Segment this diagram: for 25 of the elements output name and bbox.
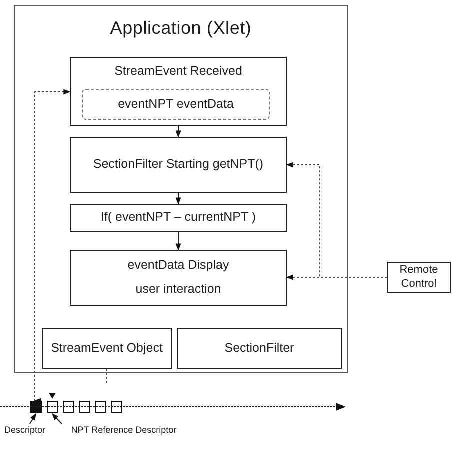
leader-line [30,413,36,424]
arrow [32,89,71,402]
descriptor-block [63,401,74,413]
descriptor-block [79,401,90,413]
process-box: SectionFilter [177,328,342,369]
process-box: SectionFilter Starting getNPT() [70,137,287,193]
callout-text: Descriptor [0,424,50,438]
leader-line [52,414,62,424]
arrow [176,232,182,251]
callout-text: NPT Reference Descriptor [56,424,192,438]
descriptor-block [111,401,122,413]
descriptor-block [95,401,106,413]
arrow [176,126,182,138]
frame-title: Application (Xlet) [110,18,252,39]
descriptor-block [47,401,58,413]
input-box: Remote Control [387,262,451,293]
process-box: eventData Display user interaction [70,250,287,306]
box-heading: StreamEvent Received [114,64,242,80]
process-box [70,57,287,126]
arrow [286,162,388,278]
application-frame [14,5,348,373]
process-box: If( eventNPT – currentNPT ) [70,204,287,232]
arrow [176,192,182,205]
data-field-box: eventNPT eventData [82,89,270,120]
process-box: StreamEvent Object [42,328,172,369]
